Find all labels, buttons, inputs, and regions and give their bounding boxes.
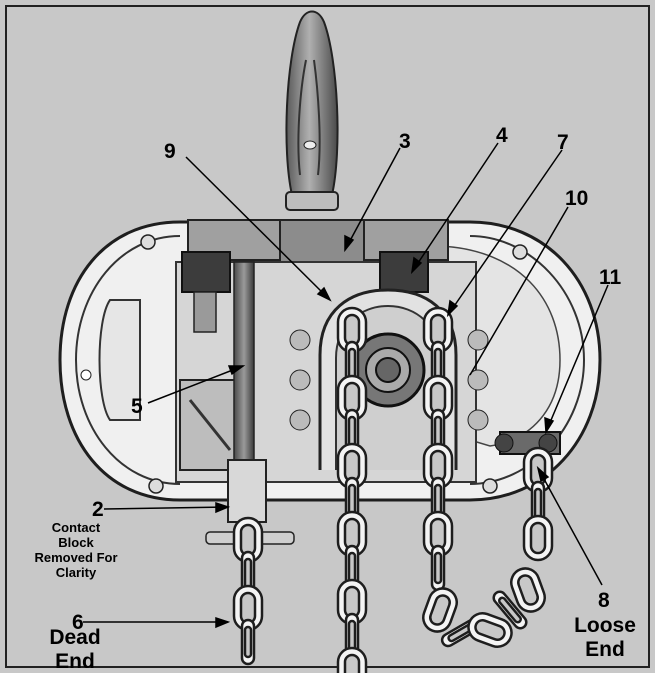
chain-link-hole [239,591,257,625]
callout-4: 4 [496,124,508,147]
loose-end-caption: Loose End [560,614,650,662]
callout-2: 2 [92,498,104,521]
chain-link-hole [429,594,451,626]
dead-end-anchor [227,459,267,523]
caption-line: End [55,650,95,673]
chains [232,306,554,673]
chain-link-hole [343,381,361,415]
guide-shaft [233,261,255,463]
callout-9: 9 [164,140,176,163]
chain-link-hole [498,596,522,624]
caption-line: Block [58,535,94,550]
chain-link-hole [433,415,443,449]
chain-link-hole [343,517,361,551]
loose-end-stop [494,431,561,455]
chain-link-hole [343,653,361,673]
chain-link-hole [343,313,361,347]
chain-link-hole [429,449,447,483]
callout-8: 8 [598,589,610,612]
caption-line: End [585,638,625,661]
chain-link-hole [239,523,257,557]
callout-10: 10 [565,187,589,210]
caption-line: Dead [49,626,101,649]
chain-link-hole [433,347,443,381]
callout-6: 6 [72,611,84,634]
chain-link-hole [347,347,357,381]
caption-line: Loose [574,614,636,637]
chain-link-hole [347,415,357,449]
caption-line: Removed For [34,550,118,565]
callout-7: 7 [557,131,569,154]
chain-link-hole [429,313,447,347]
chain-link-hole [474,619,506,641]
dead-end-caption: Dead End [20,626,130,674]
top-hook-handle [285,10,339,211]
chain-link-hole [429,517,447,551]
chain-link-hole [433,551,443,585]
caption-line: Clarity [55,565,97,580]
chain-link-hole [243,557,253,591]
callout-5: 5 [131,395,143,418]
chain-link-hole [343,449,361,483]
callout-11: 11 [599,266,622,289]
chain-link-hole [533,487,543,521]
chain-link-hole [529,521,547,555]
chain-link-hole [347,483,357,517]
chain-link-hole [347,619,357,653]
chain-link-hole [517,574,539,606]
contact-block-caption: Contact Block Removed For Clarity [12,520,140,580]
caption-line: Contact [51,520,101,535]
chain-link-hole [433,483,443,517]
leader-lines [83,142,609,629]
chain-link-hole [347,551,357,585]
chain-link-hole [429,381,447,415]
frame-border [5,5,650,668]
chain-link-hole [343,585,361,619]
chain-link-hole [243,625,253,659]
callout-3: 3 [399,130,411,153]
